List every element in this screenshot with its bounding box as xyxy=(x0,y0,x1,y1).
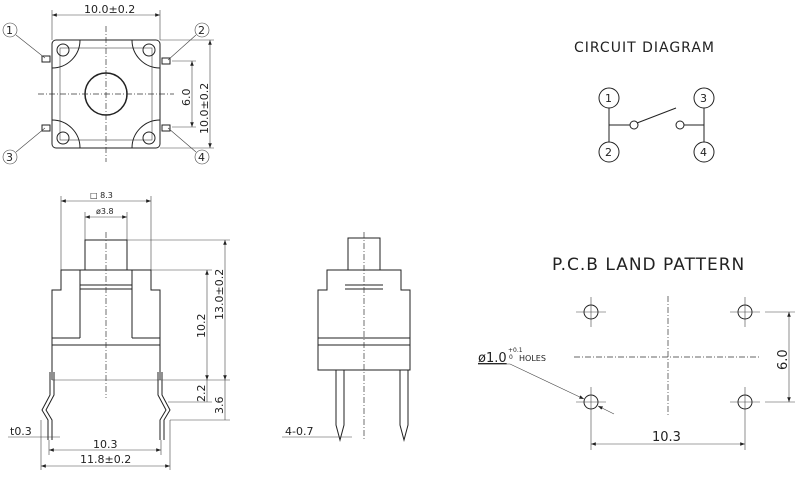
body-height-dim: 10.2 xyxy=(195,314,208,339)
hole-tol-upper: +0.1 xyxy=(508,347,523,354)
outer-width-dim: 11.8±0.2 xyxy=(80,453,131,466)
plunger-dim: ø3.8 xyxy=(96,207,114,216)
pin-label-3: 3 xyxy=(6,151,13,164)
side-view: 4-0.7 xyxy=(282,232,411,442)
pin-label-2: 2 xyxy=(198,24,205,37)
top-view: 10.0±0.2 1 2 3 4 6.0 10.0±0.2 xyxy=(2,3,214,165)
leg-long-dim: 3.6 xyxy=(213,397,226,415)
pin-label-1: 1 xyxy=(6,24,13,37)
total-height-dim: 13.0±0.2 xyxy=(213,269,226,320)
pcb-land-pattern: P.C.B LAND PATTERN ø1.0 +0.1 0 HOLES 6.0… xyxy=(478,255,795,450)
pcb-title: P.C.B LAND PATTERN xyxy=(552,255,745,275)
circuit-diagram: CIRCUIT DIAGRAM 1 3 2 4 xyxy=(574,40,715,163)
circuit-pin-4: 4 xyxy=(700,146,707,159)
hole-diameter: ø1.0 xyxy=(478,351,507,366)
pcb-spacing-h: 10.3 xyxy=(652,430,681,445)
pcb-spacing-v: 6.0 xyxy=(776,349,791,370)
top-pin-spacing-dim: 6.0 xyxy=(180,89,193,107)
front-view: □ 8.3 ø3.8 10.2 13.0±0.2 2.2 3.6 t0.3 10… xyxy=(8,191,230,470)
circuit-pin-1: 1 xyxy=(605,92,612,105)
circuit-title: CIRCUIT DIAGRAM xyxy=(574,40,715,56)
leg-short-dim: 2.2 xyxy=(195,385,208,403)
inner-width-dim: 10.3 xyxy=(93,438,118,451)
pcb-holes xyxy=(576,297,760,417)
circuit-pin-2: 2 xyxy=(605,146,612,159)
top-width-dim: 10.0±0.2 xyxy=(84,3,135,16)
square-dim: □ 8.3 xyxy=(90,191,113,200)
top-height-dim: 10.0±0.2 xyxy=(198,83,211,134)
hole-suffix: HOLES xyxy=(519,354,546,363)
circuit-pin-3: 3 xyxy=(700,92,707,105)
pin-label-4: 4 xyxy=(198,151,205,164)
thickness-dim: t0.3 xyxy=(10,425,32,438)
hole-tol-lower: 0 xyxy=(509,354,513,361)
leg-width-dim: 4-0.7 xyxy=(285,425,313,438)
